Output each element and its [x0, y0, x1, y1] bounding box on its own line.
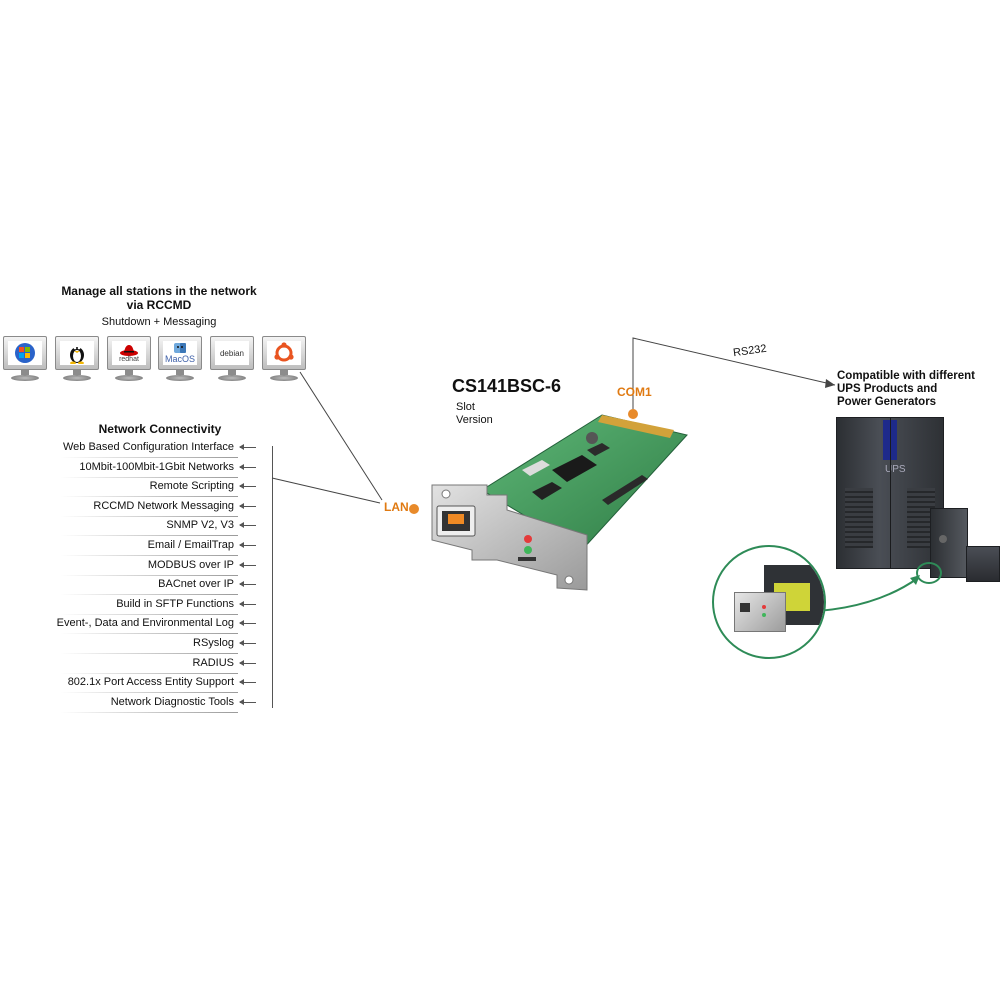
arrow-left-icon	[239, 600, 256, 607]
arrow-left-icon	[239, 483, 256, 490]
arrow-left-icon	[239, 444, 256, 450]
zoom-card-bracket	[734, 592, 786, 632]
zoom-circle	[712, 545, 826, 659]
manage-title-line1: Manage all stations in the network	[61, 284, 257, 298]
ubuntu-monitor	[262, 336, 308, 384]
feature-item: 802.1x Port Access Entity Support	[20, 673, 256, 694]
feature-item: RSyslog	[20, 634, 256, 654]
network-link-line	[271, 477, 381, 504]
windows-monitor	[3, 336, 49, 384]
arrow-right-icon	[825, 379, 835, 388]
feature-item: Network Diagnostic Tools	[20, 693, 256, 713]
arrow-left-icon	[239, 620, 256, 627]
feature-item: MODBUS over IP	[20, 556, 256, 576]
feature-item: Build in SFTP Functions	[20, 595, 256, 615]
feature-item: BACnet over IP	[20, 575, 256, 596]
redhat-label: redhat	[119, 355, 139, 363]
com1-label: COM1	[617, 385, 652, 399]
generator-unit	[966, 546, 1000, 582]
feature-item: 10Mbit-100Mbit-1Gbit Networks	[20, 458, 256, 478]
debian-monitor: debian	[210, 336, 256, 384]
feature-item: Event-, Data and Environmental Log	[20, 614, 256, 635]
redhat-icon	[120, 344, 138, 356]
rccmd-link-line	[299, 371, 383, 501]
feature-list: Web Based Configuration Interface 10Mbit…	[20, 438, 256, 718]
network-title: Network Connectivity	[98, 422, 222, 436]
macos-icon	[174, 343, 186, 353]
manage-subtitle: Shutdown + Messaging	[101, 316, 217, 328]
debian-icon: debian	[219, 348, 245, 358]
arrow-left-icon	[239, 463, 256, 470]
ups-cabinet: UPS	[836, 417, 944, 569]
windows-icon	[15, 343, 35, 363]
redhat-monitor: redhat	[107, 336, 153, 384]
arrow-left-icon	[239, 640, 256, 646]
feature-item: Remote Scripting	[20, 477, 256, 498]
arrow-left-icon	[239, 581, 256, 588]
arrow-left-icon	[239, 561, 256, 568]
compat-text: Compatible with different UPS Products a…	[837, 370, 975, 409]
product-variant-line2: Version	[456, 414, 493, 426]
product-variant-line1: Slot	[456, 401, 475, 413]
ups-slot-highlight	[916, 562, 942, 584]
arrow-left-icon	[239, 502, 256, 509]
manage-title: Manage all stations in the network via R…	[20, 284, 298, 312]
com1-dot	[628, 409, 638, 419]
compat-line1: Compatible with different	[837, 370, 975, 382]
arrow-left-icon	[239, 522, 256, 529]
feature-item: Email / EmailTrap	[20, 536, 256, 556]
compat-line2: UPS Products and	[837, 383, 938, 395]
cs141-slot-card	[431, 414, 688, 591]
linux-icon	[70, 346, 84, 364]
manage-title-line2: via RCCMD	[126, 298, 192, 312]
feature-item: SNMP V2, V3	[20, 516, 256, 537]
macos-monitor: MacOS	[158, 336, 204, 384]
feature-item: RADIUS	[20, 654, 256, 674]
arrow-left-icon	[239, 679, 256, 686]
ups-label: UPS	[885, 464, 906, 475]
ubuntu-icon	[274, 342, 294, 362]
feature-item: Web Based Configuration Interface	[20, 438, 256, 458]
arrow-left-icon	[239, 659, 256, 666]
feature-item: RCCMD Network Messaging	[20, 497, 256, 517]
macos-label: MacOS	[164, 354, 195, 364]
compat-line3: Power Generators	[837, 396, 937, 408]
rs232-line	[632, 337, 836, 416]
lan-label: LAN	[384, 500, 409, 514]
linux-monitor	[55, 336, 101, 384]
lan-dot	[409, 504, 419, 514]
arrow-left-icon	[239, 698, 256, 705]
arrow-left-icon	[239, 542, 256, 548]
product-name: CS141BSC-6	[452, 376, 562, 396]
feature-bus-line	[272, 446, 273, 708]
